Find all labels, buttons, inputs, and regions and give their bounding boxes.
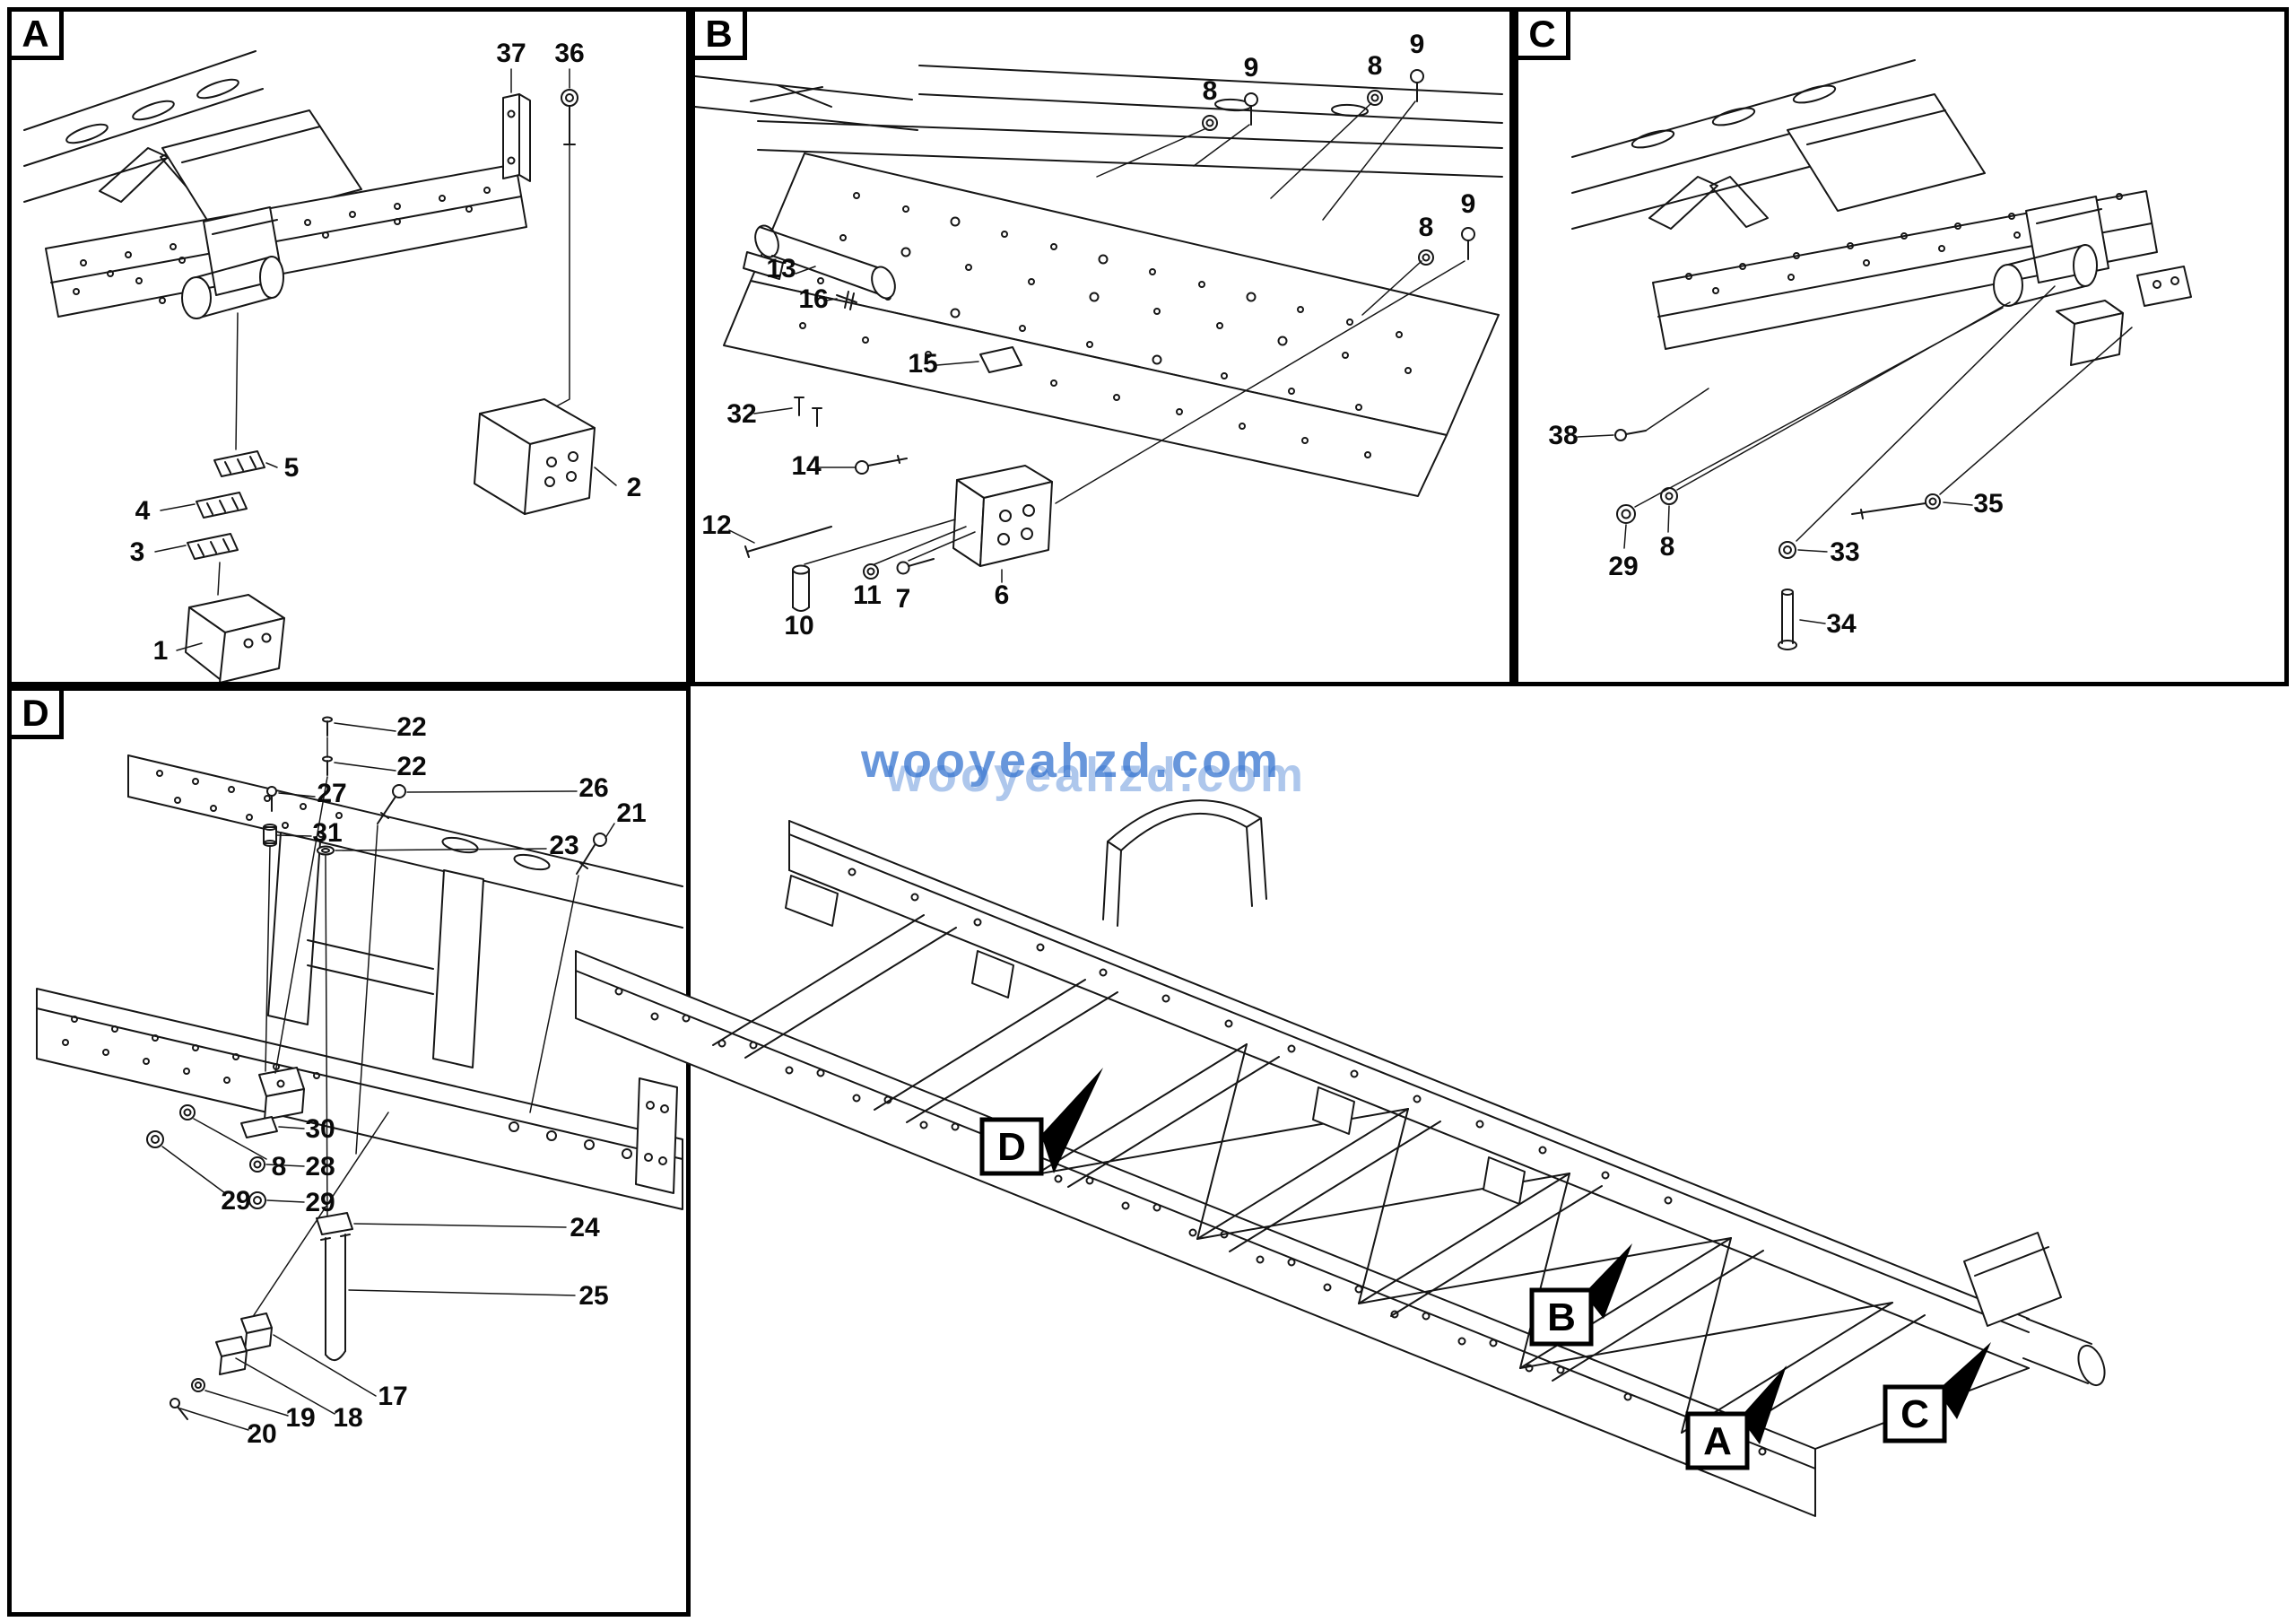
callout-b-32: 32 [726, 399, 756, 429]
callout-d-20: 20 [247, 1419, 276, 1449]
callout-b-6: 6 [995, 580, 1010, 610]
callout-d-29a: 29 [221, 1186, 250, 1216]
panel-d-label-box: D [12, 691, 64, 739]
callout-a-2: 2 [627, 473, 642, 502]
label-pointer-b [1584, 1243, 1632, 1319]
callout-b-14: 14 [791, 451, 822, 481]
callout-b-12: 12 [701, 510, 731, 540]
callout-a-5: 5 [284, 453, 300, 483]
callout-d-23: 23 [549, 831, 578, 860]
callout-a-36: 36 [554, 39, 584, 68]
callout-d-18: 18 [333, 1403, 362, 1433]
callout-b-15: 15 [908, 349, 937, 379]
callout-b-9a: 9 [1244, 53, 1259, 83]
callout-c-8: 8 [1660, 532, 1675, 562]
callout-d-29b: 29 [305, 1188, 335, 1217]
panel-d-callouts: 22 22 27 31 26 23 21 29 8 30 28 29 24 25… [221, 712, 646, 1449]
label-box-c [1883, 1384, 1947, 1443]
panel-c: C [1514, 7, 2289, 686]
callout-b-8b: 8 [1368, 51, 1383, 81]
main-label-c: C [1883, 1342, 1991, 1443]
panel-b-label-box: B [695, 12, 747, 60]
label-letter-b: B [1547, 1295, 1576, 1339]
callout-d-26: 26 [578, 773, 608, 803]
panel-c-label-box: C [1518, 12, 1570, 60]
panel-a-callouts: 37 36 5 4 3 2 1 [130, 39, 642, 666]
callout-b-11: 11 [853, 580, 882, 610]
watermark-text-shadow: wooyeahzd.com [885, 748, 1307, 802]
label-letter-c: C [1900, 1392, 1929, 1436]
label-box-b [1529, 1287, 1594, 1347]
callout-c-38: 38 [1548, 421, 1578, 450]
panel-d-letter: D [22, 691, 49, 734]
panel-b-letter: B [705, 12, 733, 55]
callout-d-19: 19 [285, 1403, 315, 1433]
label-pointer-d [1041, 1068, 1103, 1173]
panel-c-callouts: 38 29 8 35 33 34 [1548, 421, 2003, 639]
panel-d-drawing: 22 22 27 31 26 23 21 29 8 30 28 29 24 25… [36, 712, 683, 1449]
panel-a-letter: A [22, 12, 49, 55]
main-overview: wooyeahzd.com wooyeahzd.com [475, 691, 2289, 1617]
main-overview-drawing: wooyeahzd.com wooyeahzd.com [575, 734, 2106, 1517]
main-label-a: A [1685, 1365, 1787, 1470]
panel-c-letter: C [1528, 12, 1556, 55]
label-letter-d: D [997, 1125, 1026, 1169]
callout-b-8c: 8 [1419, 213, 1434, 242]
panel-b-drawing: 8 9 8 9 8 9 13 16 15 32 14 12 10 11 7 6 [695, 30, 1503, 641]
label-pointer-c [1937, 1342, 1991, 1419]
panel-a-drawing: 37 36 5 4 3 2 1 [23, 39, 642, 682]
panel-d-art [36, 716, 683, 1431]
callout-d-31: 31 [312, 818, 342, 848]
callout-b-7: 7 [896, 584, 911, 614]
label-box-d [979, 1117, 1044, 1176]
callout-d-28: 28 [305, 1152, 335, 1182]
callout-b-9c: 9 [1461, 189, 1476, 219]
panel-a-label-box: A [12, 12, 64, 60]
panel-c-art [1571, 59, 2192, 650]
callout-d-24: 24 [570, 1213, 600, 1243]
callout-d-25: 25 [578, 1281, 608, 1311]
callout-c-33: 33 [1830, 537, 1859, 567]
callout-d-30: 30 [305, 1114, 335, 1144]
label-box-a [1685, 1411, 1750, 1470]
callout-d-27: 27 [317, 779, 346, 808]
callout-d-22a: 22 [396, 712, 426, 742]
panel-d: D [7, 686, 691, 1617]
main-frame-art [575, 799, 2106, 1517]
callout-d-8: 8 [272, 1152, 287, 1182]
callout-a-1: 1 [153, 636, 169, 666]
callout-b-13: 13 [766, 254, 796, 283]
panel-c-drawing: 38 29 8 35 33 34 [1548, 59, 2192, 650]
callout-b-9b: 9 [1410, 30, 1425, 59]
callout-c-34: 34 [1826, 609, 1857, 639]
callout-a-37: 37 [496, 39, 526, 68]
panel-b: B [691, 7, 1514, 686]
callout-b-16: 16 [798, 284, 828, 314]
callout-b-10: 10 [784, 611, 813, 641]
callout-c-29: 29 [1608, 552, 1638, 581]
panel-a: A [7, 7, 691, 686]
main-label-d: D [979, 1068, 1103, 1176]
callout-d-21: 21 [616, 798, 646, 828]
callout-b-8a: 8 [1203, 76, 1218, 106]
panel-b-callouts: 8 9 8 9 8 9 13 16 15 32 14 12 10 11 7 6 [701, 30, 1475, 641]
watermark-text: wooyeahzd.com [860, 734, 1282, 788]
panel-b-art [695, 65, 1503, 612]
callout-a-3: 3 [130, 537, 145, 567]
label-letter-a: A [1703, 1419, 1732, 1463]
label-pointer-a [1740, 1365, 1787, 1444]
callout-c-35: 35 [1973, 489, 2003, 519]
main-label-b: B [1529, 1243, 1632, 1347]
callout-d-17: 17 [378, 1382, 407, 1411]
callout-d-22b: 22 [396, 752, 426, 781]
panel-a-art [23, 50, 617, 682]
callout-a-4: 4 [135, 496, 151, 526]
